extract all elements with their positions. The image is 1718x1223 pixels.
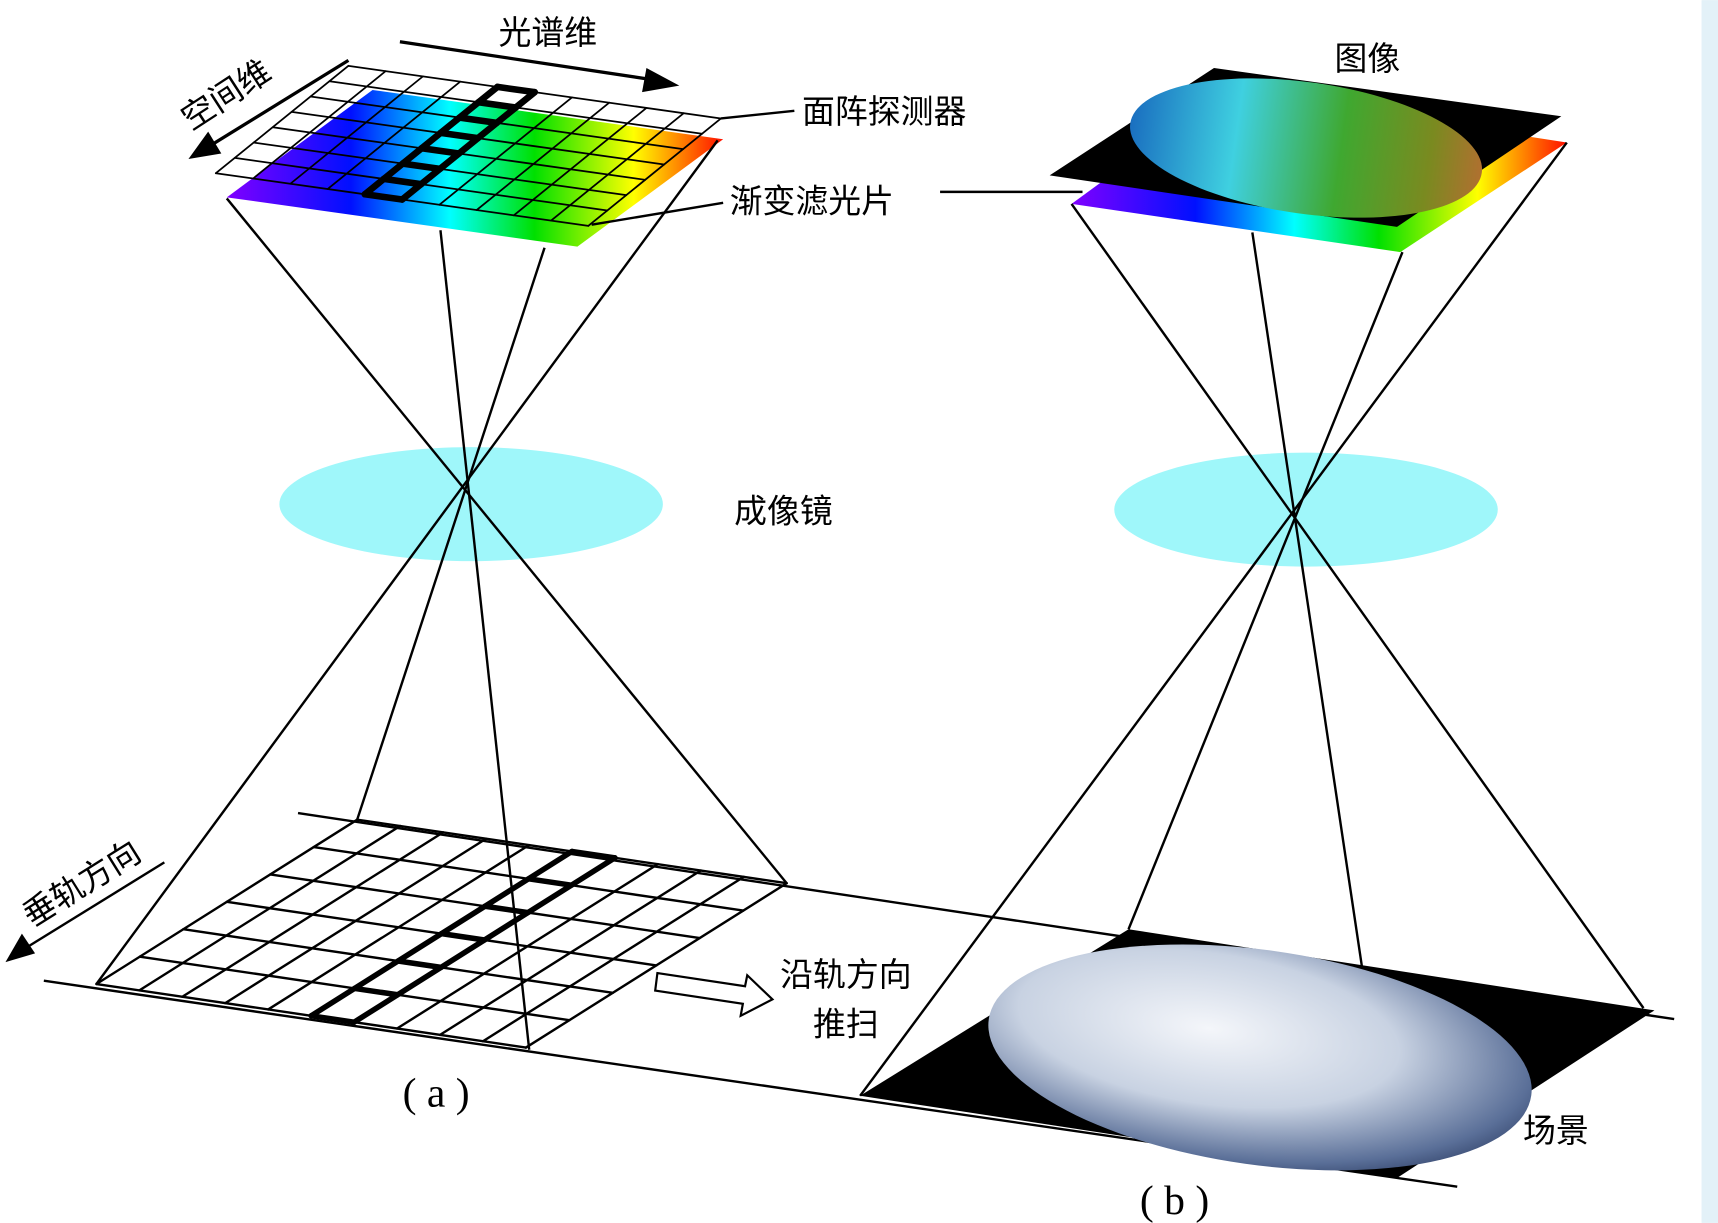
spatial-dimension-label: 空间维 (174, 51, 278, 137)
detector-leader-line (720, 109, 795, 120)
highlight-column-border (525, 876, 575, 888)
area-detector-label: 面阵探测器 (802, 92, 966, 131)
along-track-label: 沿轨方向 (780, 955, 911, 994)
grid-line (438, 96, 573, 206)
highlight-column-border (380, 175, 425, 188)
grid-line (214, 64, 350, 175)
spectral-dimension-label: 光谱维 (499, 13, 598, 52)
spatial-dimension-arrow (188, 58, 350, 159)
grid-line (326, 80, 462, 190)
highlight-column-border (475, 98, 520, 111)
earth-image-spectral (1130, 78, 1483, 218)
grid-line (252, 70, 387, 180)
ground-grid (95, 818, 788, 1049)
highlight-column-border (456, 114, 501, 127)
grid-line (475, 101, 611, 211)
highlight-column-border (418, 144, 463, 157)
imaging-lens-right (1114, 452, 1498, 567)
cross-track-arrow (5, 861, 165, 963)
highlight-column-border (438, 930, 488, 943)
highlight-column-border (308, 1013, 357, 1025)
light-rays-left (95, 139, 788, 1050)
caption-b: ( b ) (1140, 1178, 1209, 1223)
highlight-column-border (437, 129, 482, 142)
earth-scene (988, 944, 1532, 1171)
grid-line (587, 117, 722, 227)
highlight-column-border (361, 190, 406, 203)
gradient-filter-left (226, 89, 724, 247)
highlight-column-border (395, 958, 444, 971)
caption-a: ( a ) (403, 1071, 470, 1117)
highlight-column-border (351, 985, 401, 998)
spectral-dimension-arrow (399, 40, 680, 93)
grid-line (289, 75, 424, 185)
filter-leader-line-left (591, 201, 724, 226)
along-track-arrow (653, 971, 775, 1018)
grid-line (512, 107, 648, 217)
highlight-column-border (482, 903, 531, 916)
highlight-column-border (494, 83, 538, 96)
imaging-lens-label: 成像镜 (734, 492, 833, 531)
cross-track-label: 垂轨方向 (15, 832, 147, 935)
pushbroom-label: 推扫 (813, 1005, 879, 1044)
gradient-filter-label: 渐变滤光片 (730, 182, 894, 221)
right-border-strip (1701, 0, 1718, 1223)
image-label: 图像 (1335, 39, 1401, 78)
detector-grid (214, 64, 722, 227)
scene-label: 场景 (1523, 1111, 1589, 1150)
light-rays-right (859, 141, 1645, 1097)
highlight-column-border (399, 160, 444, 173)
grid-line (550, 112, 685, 222)
highlight-column-border (569, 848, 618, 861)
